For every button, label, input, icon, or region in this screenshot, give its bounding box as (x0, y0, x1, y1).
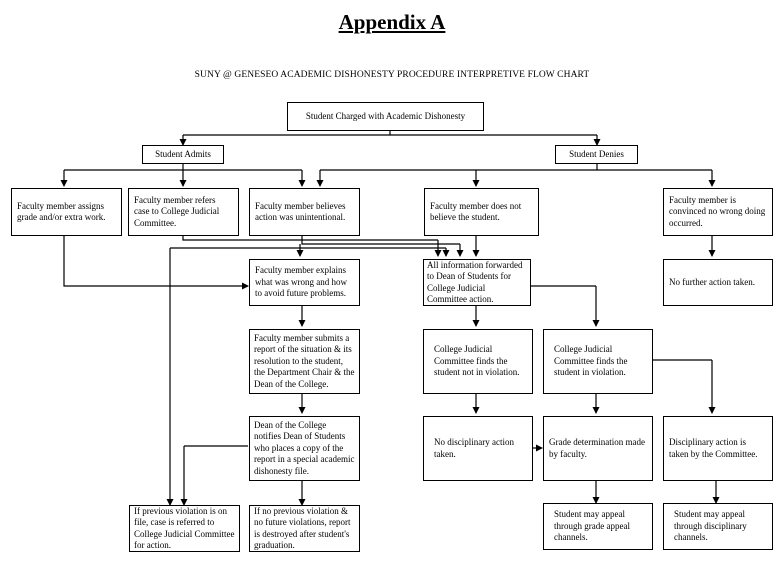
connector-arrow (63, 236, 249, 290)
node-charged: Student Charged with Academic Dishonesty (287, 102, 484, 131)
node-submits-report: Faculty member submits a report of the s… (249, 329, 360, 394)
node-appeal-grade: Student may appeal through grade appeal … (543, 503, 653, 550)
node-no-disciplinary: No disciplinary action taken. (423, 416, 533, 481)
node-assigns-grade: Faculty member assigns grade and/or extr… (11, 188, 122, 236)
node-dean-notifies: Dean of the College notifies Dean of Stu… (249, 416, 360, 481)
connector-line (182, 236, 438, 241)
node-explains: Faculty member explains what was wrong a… (249, 259, 360, 306)
node-no-further-action: No further action taken. (663, 259, 773, 306)
node-no-previous-violation: If no previous violation & no future vio… (249, 505, 360, 552)
node-forwarded: All information forwarded to Dean of Stu… (423, 259, 531, 306)
node-student-denies: Student Denies (555, 145, 638, 164)
connector-line (320, 163, 712, 171)
page-subtitle: SUNY @ GENESEO ACADEMIC DISHONESTY PROCE… (194, 70, 590, 80)
node-student-admits: Student Admits (142, 145, 224, 164)
node-grade-determination: Grade determination made by faculty. (543, 416, 653, 481)
node-refers-case: Faculty member refers case to College Ju… (128, 188, 239, 236)
node-appeal-disciplinary: Student may appeal through disciplinary … (663, 503, 773, 550)
connector-line (64, 163, 302, 171)
node-believes-unintentional: Faculty member believes action was unint… (249, 188, 360, 236)
node-in-violation: College Judicial Committee finds the stu… (543, 329, 653, 394)
connector-line (301, 236, 460, 245)
node-convinced-no-wrong: Faculty member is convinced no wrong doi… (663, 188, 773, 236)
node-does-not-believe: Faculty member does not believe the stud… (424, 188, 539, 236)
node-previous-violation: If previous violation is on file, case i… (129, 505, 240, 552)
page-title: Appendix A (338, 10, 446, 34)
node-disciplinary-taken: Disciplinary action is taken by the Comm… (663, 416, 773, 481)
node-not-in-violation: College Judicial Committee finds the stu… (423, 329, 533, 394)
